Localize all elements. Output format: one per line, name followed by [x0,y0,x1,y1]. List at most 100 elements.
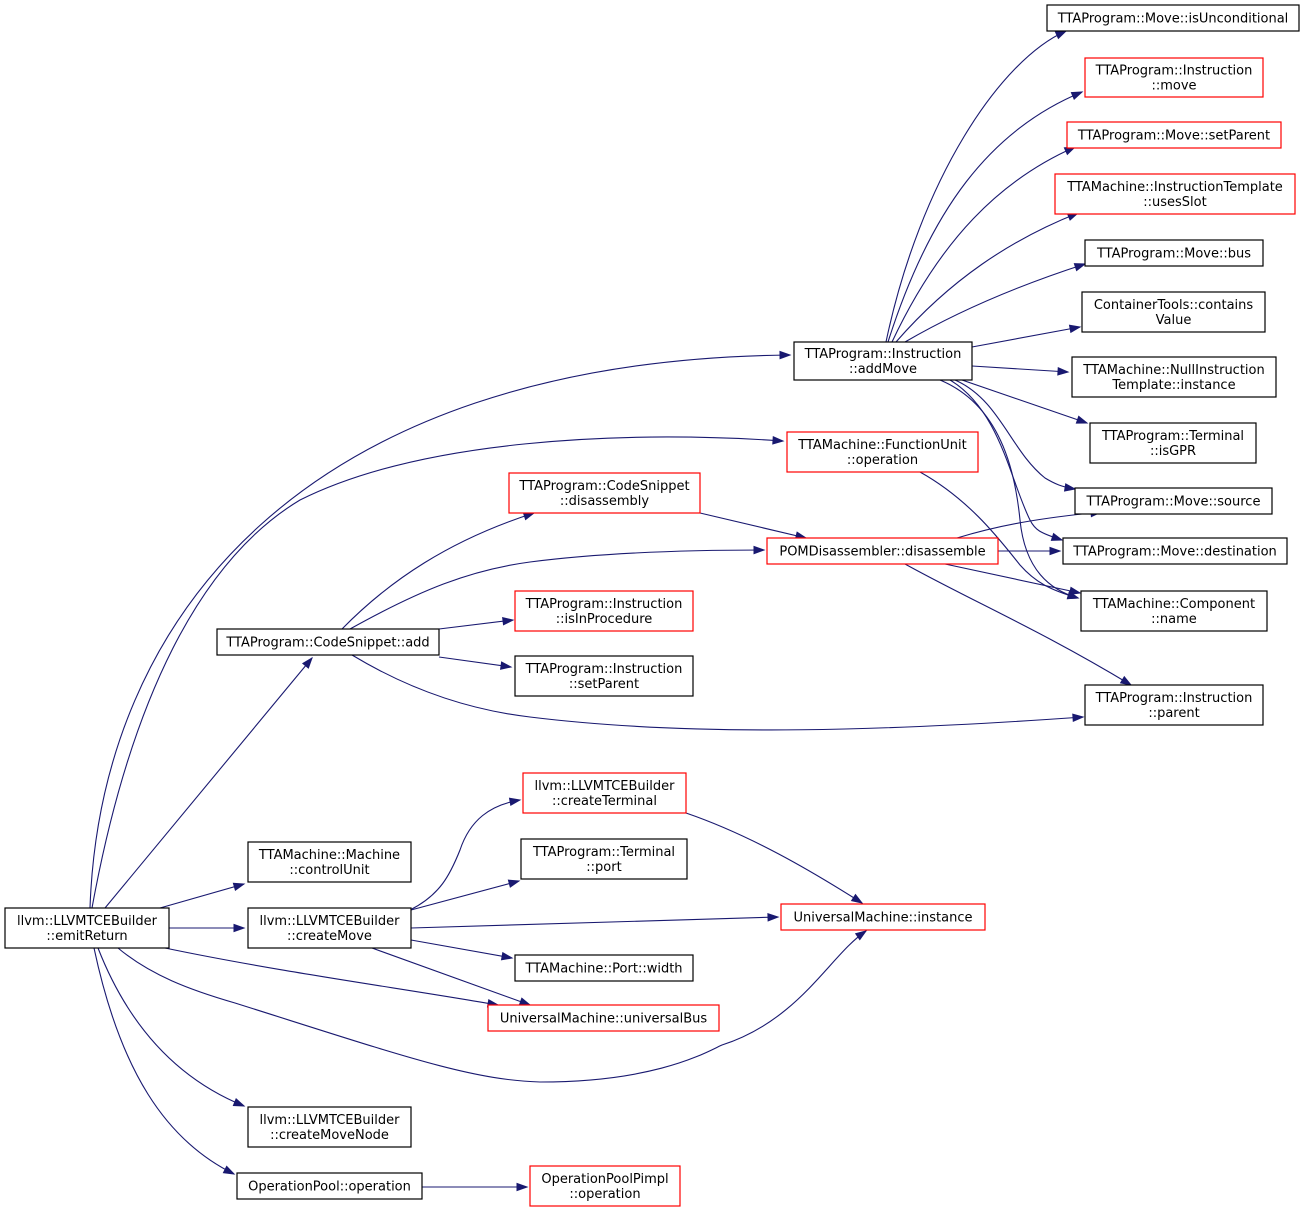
edge-csAdd-to-pomDisassemble [349,545,766,630]
node-instrParent[interactable]: TTAProgram::Instruction::parent [1084,684,1264,726]
node-label: POMDisassembler::disassemble [779,545,985,560]
edge-line [89,354,791,909]
node-box[interactable] [514,954,694,982]
node-label: ::createMoveNode [270,1128,389,1143]
node-box[interactable] [247,907,412,949]
node-isInProcedure[interactable]: TTAProgram::Instruction::isInProcedure [514,590,694,632]
nodes-layer: llvm::LLVMTCEBuilder::emitReturn TTAProgr… [4,4,1300,1207]
arrowhead-icon [753,545,766,555]
node-box[interactable] [1062,537,1288,565]
node-createTerminal[interactable]: llvm::LLVMTCEBuilder::createTerminal [522,772,687,814]
node-box[interactable] [1080,590,1268,632]
node-box[interactable] [1081,291,1266,333]
node-isUnconditional[interactable]: TTAProgram::Move::isUnconditional [1046,4,1300,32]
node-box[interactable] [4,907,170,949]
node-label: TTAProgram::Instruction [1095,691,1253,706]
edge-line [104,657,313,909]
node-box[interactable] [236,1172,423,1200]
edge-createMove-to-umInstance [410,913,780,929]
node-csDisassembly[interactable]: TTAProgram::CodeSnippet::disassembly [508,472,701,514]
node-box[interactable] [514,655,694,697]
arrowhead-icon [1070,91,1084,101]
node-label: ::addMove [849,362,917,377]
node-createMove[interactable]: llvm::LLVMTCEBuilder::createMove [247,907,412,949]
node-box[interactable] [780,903,986,931]
node-universalBus[interactable]: UniversalMachine::universalBus [487,1004,720,1032]
node-box[interactable] [247,1106,412,1148]
node-box[interactable] [766,537,999,565]
arrowhead-icon [507,879,521,888]
node-controlUnit[interactable]: TTAMachine::Machine::controlUnit [247,841,412,883]
node-box[interactable] [1084,239,1264,267]
edge-line [349,549,765,630]
arrowhead-icon [233,923,246,933]
node-createMoveNode[interactable]: llvm::LLVMTCEBuilder::createMoveNode [247,1106,412,1148]
edge-line [438,656,512,668]
node-pomDisassemble[interactable]: POMDisassembler::disassemble [766,537,999,565]
node-moveSetParent[interactable]: TTAProgram::Move::setParent [1066,121,1282,149]
node-box[interactable] [216,628,440,656]
edge-emitReturn-to-createMove [169,923,246,933]
edge-createMove-to-createTerminal [409,797,522,911]
node-usesSlot[interactable]: TTAMachine::InstructionTemplate::usesSlo… [1054,173,1296,215]
node-emitReturn[interactable]: llvm::LLVMTCEBuilder::emitReturn [4,907,170,949]
node-box[interactable] [514,590,694,632]
arrowhead-icon [850,893,864,904]
node-addMove[interactable]: TTAProgram::Instruction::addMove [793,341,973,381]
edge-line [904,563,1132,686]
node-isGPR[interactable]: TTAProgram::Terminal::isGPR [1089,422,1257,464]
node-box[interactable] [1089,422,1257,464]
node-box[interactable] [487,1004,720,1032]
node-box[interactable] [1046,4,1300,32]
node-csAdd[interactable]: TTAProgram::CodeSnippet::add [216,628,440,656]
edge-line [904,263,1086,343]
arrowhead-icon [232,882,246,892]
edge-line [961,379,1088,424]
edge-emitReturn-to-fuOperation [91,436,785,909]
edge-line [93,947,235,1175]
arrowhead-icon [1119,675,1133,686]
node-box[interactable] [1066,121,1282,149]
node-label: ::operation [569,1187,640,1202]
node-opPoolOperation[interactable]: OperationPool::operation [236,1172,423,1200]
node-instrMove[interactable]: TTAProgram::Instruction::move [1084,57,1264,98]
node-label: llvm::LLVMTCEBuilder [260,914,401,929]
arrowhead-icon [772,436,785,445]
node-box[interactable] [520,838,688,880]
edge-createMove-to-portWidth [410,939,514,961]
node-box[interactable] [1071,356,1277,398]
node-moveBus[interactable]: TTAProgram::Move::bus [1084,239,1264,267]
node-label: TTAProgram::Move::bus [1096,247,1251,262]
node-box[interactable] [508,472,701,514]
node-box[interactable] [786,431,979,473]
node-opPoolPimplOperation[interactable]: OperationPoolPimpl::operation [529,1165,681,1207]
node-box[interactable] [247,841,412,883]
node-box[interactable] [1084,684,1264,726]
node-terminalPort[interactable]: TTAProgram::Terminal::port [520,838,688,880]
node-portWidth[interactable]: TTAMachine::Port::width [514,954,694,982]
arrowhead-icon [222,1165,236,1175]
node-label: TTAProgram::Instruction [525,597,683,612]
node-label: TTAProgram::Instruction [525,662,683,677]
arrowhead-icon [1050,532,1064,541]
node-box[interactable] [793,341,973,381]
edge-addMove-to-instrMove [887,91,1084,343]
node-umInstance[interactable]: UniversalMachine::instance [780,903,986,931]
node-label: UniversalMachine::instance [793,911,972,926]
node-box[interactable] [529,1165,681,1207]
node-instrSetParent[interactable]: TTAProgram::Instruction::setParent [514,655,694,697]
node-box[interactable] [1074,487,1273,515]
node-fuOperation[interactable]: TTAMachine::FunctionUnit::operation [786,431,979,473]
node-box[interactable] [1084,57,1264,98]
node-componentName[interactable]: TTAMachine::Component::name [1080,590,1268,632]
node-moveDestination[interactable]: TTAProgram::Move::destination [1062,537,1288,565]
node-label: ::controlUnit [289,863,369,878]
node-label: TTAProgram::CodeSnippet::add [225,636,429,651]
node-box[interactable] [522,772,687,814]
arrowhead-icon [1068,586,1082,596]
node-box[interactable] [1054,173,1296,215]
node-nullInstance[interactable]: TTAMachine::NullInstructionTemplate::ins… [1071,356,1277,398]
node-moveSource[interactable]: TTAProgram::Move::source [1074,487,1273,515]
node-label: TTAProgram::Move::setParent [1077,129,1270,144]
